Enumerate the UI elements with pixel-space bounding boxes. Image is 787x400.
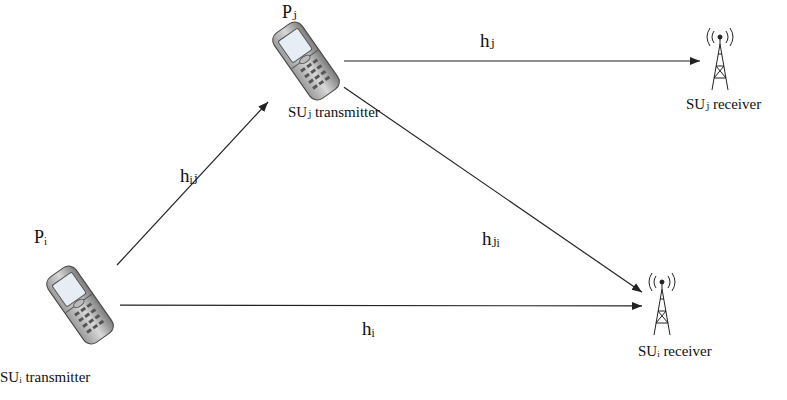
- device-node: PᵢSUᵢ transmitter: [40, 265, 120, 345]
- channel-arrow: [117, 102, 268, 265]
- phone-icon: [269, 18, 343, 103]
- device-node: PⱼSUⱼ transmitter: [268, 20, 344, 102]
- device-label: SUⱼ transmitter: [288, 104, 380, 121]
- antenna-tower: [649, 273, 675, 335]
- antenna-tower: [707, 28, 733, 90]
- channel-label: hᵢⱼ: [180, 165, 198, 187]
- device-node: SUᵢ receiver: [642, 275, 682, 337]
- device-label: SUⱼ receiver: [686, 96, 761, 113]
- channel-label: hⱼᵢ: [482, 228, 500, 250]
- channel-label: hᵢ: [362, 318, 375, 340]
- power-label: Pᵢ: [34, 227, 47, 248]
- channel-arrow: [344, 87, 642, 292]
- power-label: Pⱼ: [282, 2, 297, 23]
- device-label: SUᵢ receiver: [638, 343, 712, 360]
- channel-arrow: [344, 60, 700, 61]
- device-node: SUⱼ receiver: [700, 30, 740, 92]
- channel-arrow: [120, 304, 642, 306]
- phone-icon: [43, 262, 117, 347]
- channel-label: hⱼ: [480, 30, 495, 52]
- device-label: SUᵢ transmitter: [0, 369, 90, 386]
